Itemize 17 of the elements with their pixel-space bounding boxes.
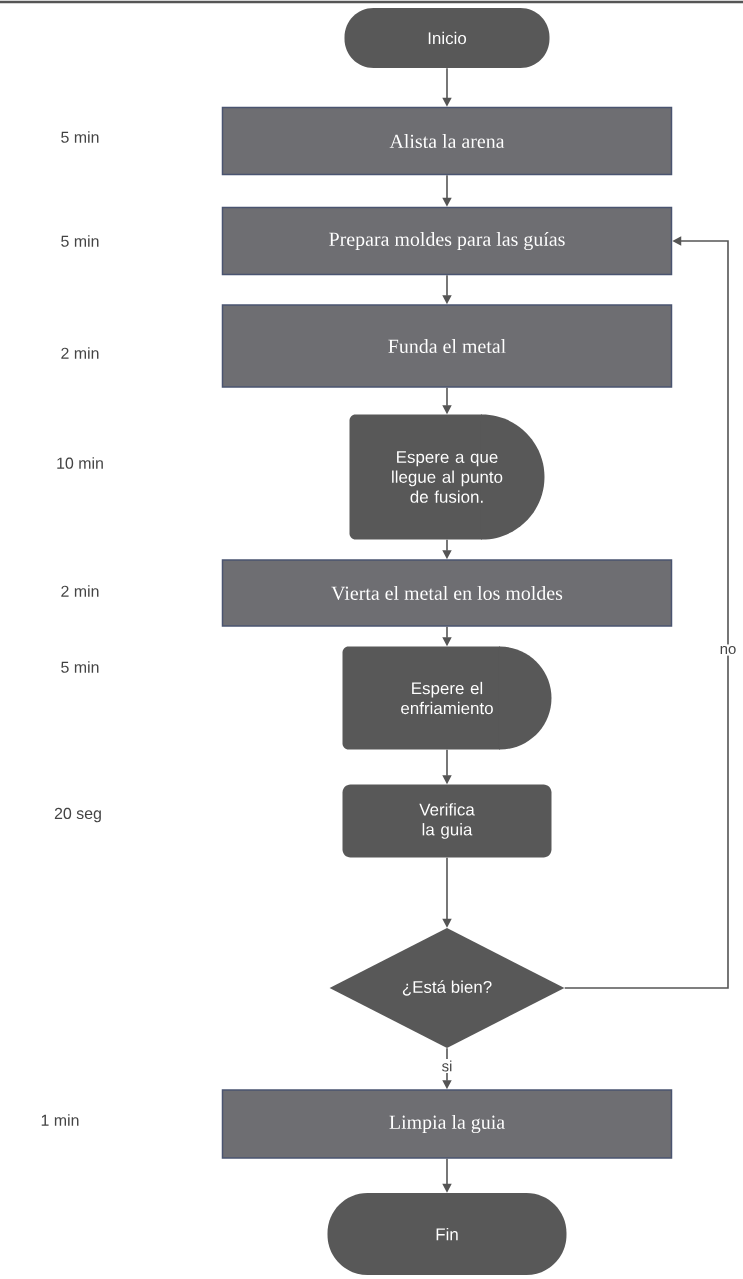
process-box: Funda el metal (221, 304, 673, 388)
arrow (563, 236, 729, 989)
duration-label: 5 min (61, 661, 99, 673)
process-box: Limpia la guia (221, 1089, 673, 1159)
edge-label: no (718, 644, 738, 656)
process-box: Prepara moldes para las guías (221, 206, 673, 276)
duration-label: 2 min (61, 347, 99, 359)
process-box: Verifica la guia (342, 784, 552, 858)
process-box: Alista la arena (221, 106, 673, 176)
edge-label: si (440, 1059, 454, 1073)
duration-label: 5 min (61, 131, 99, 143)
duration-label: 20 seg (54, 807, 101, 823)
duration-label: 1 min (41, 1114, 79, 1126)
duration-label: 10 min (57, 457, 103, 469)
process-box: Vierta el metal en los moldes (221, 559, 673, 627)
duration-label: 5 min (61, 235, 99, 247)
duration-label: 2 min (61, 585, 99, 597)
